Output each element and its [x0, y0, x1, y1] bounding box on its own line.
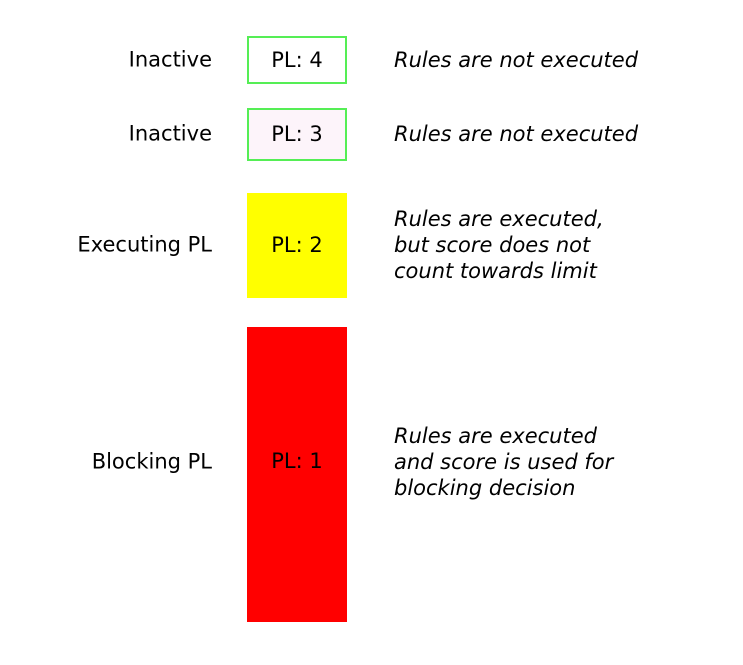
- state-label-pl4: Inactive: [128, 47, 212, 72]
- description-pl1: Rules are executed and score is used for…: [394, 423, 613, 501]
- state-label-pl2: Executing PL: [77, 232, 212, 257]
- description-line: blocking decision: [394, 476, 576, 500]
- description-line: but score does not: [394, 233, 591, 257]
- description-line: Rules are not executed: [394, 122, 639, 146]
- description-line: and score is used for: [394, 450, 614, 474]
- description-line: Rules are not executed: [394, 48, 639, 72]
- pl-box-label-pl4: PL: 4: [271, 47, 323, 72]
- pl-box-label-pl1: PL: 1: [271, 449, 323, 473]
- pl-box-pl3: PL: 3: [247, 108, 347, 161]
- pl-box-label-pl2: PL: 2: [271, 233, 323, 257]
- description-pl3: Rules are not executed: [394, 121, 638, 147]
- state-label-pl3: Inactive: [128, 121, 212, 146]
- pl-box-pl1: PL: 1: [247, 327, 347, 622]
- description-line: Rules are executed,: [394, 207, 604, 231]
- description-pl2: Rules are executed, but score does not c…: [394, 206, 604, 284]
- pl-box-pl2: PL: 2: [247, 193, 347, 298]
- state-label-pl1: Blocking PL: [91, 449, 212, 474]
- description-line: count towards limit: [394, 259, 597, 283]
- pl-box-label-pl3: PL: 3: [271, 122, 323, 146]
- pl-box-pl4: PL: 4: [247, 36, 347, 84]
- description-line: Rules are executed: [394, 424, 597, 448]
- description-pl4: Rules are not executed: [394, 47, 638, 73]
